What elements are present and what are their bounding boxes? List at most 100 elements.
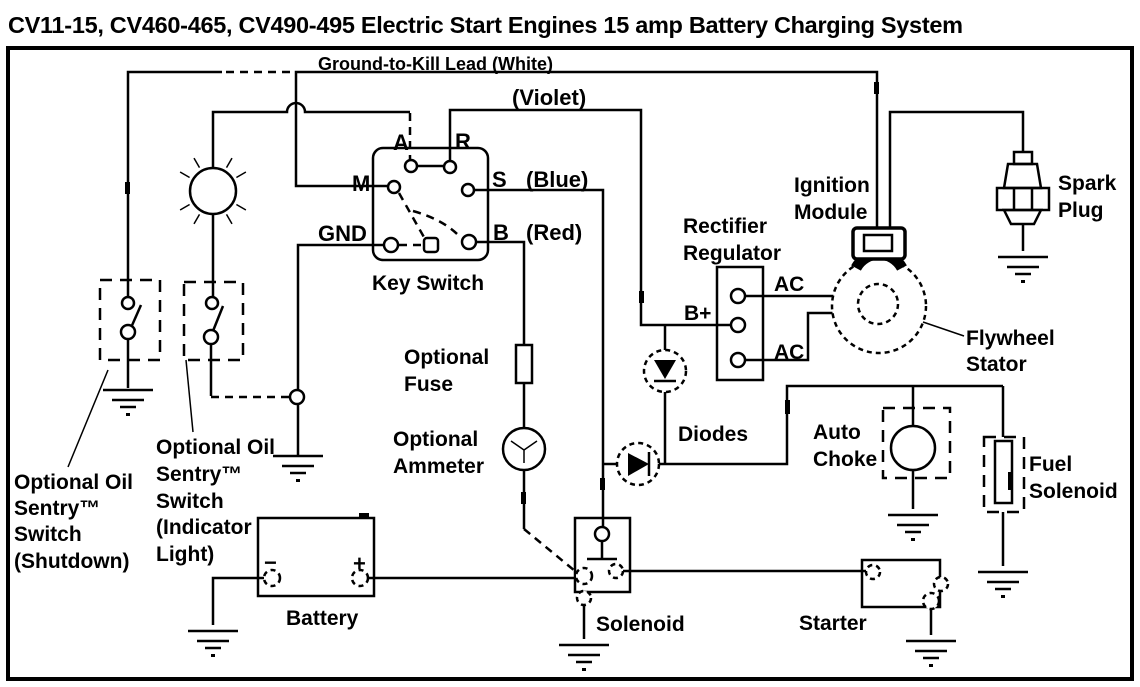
starter-motor	[860, 558, 950, 611]
ac-bottom-label: AC	[774, 341, 804, 364]
ammeter	[501, 426, 547, 472]
rectifier-label-2: Regulator	[683, 242, 781, 265]
lamp-icon	[188, 166, 238, 216]
ignition-module-core	[862, 233, 894, 253]
key-switch-label: Key Switch	[372, 272, 484, 295]
shutdown-switch-contact-top	[120, 295, 136, 311]
plug-taper	[1001, 208, 1044, 226]
indicator-switch-blade	[211, 305, 225, 332]
terminal-R	[442, 159, 458, 175]
flywheel-label-2: Stator	[966, 353, 1027, 376]
connector-tick	[639, 291, 644, 303]
battery-plus-sign: +	[353, 551, 366, 576]
indicator-label-leader	[185, 359, 194, 433]
rectifier-body	[715, 265, 765, 382]
optional-ammeter-label-2: Ammeter	[393, 455, 484, 478]
flywheel-inner	[856, 282, 900, 326]
rectifier-terminal-ac-bottom	[729, 351, 747, 369]
solenoid-body	[573, 516, 632, 594]
starter-solenoid	[573, 516, 632, 607]
wire-blue	[474, 188, 605, 527]
auto-choke-coil	[889, 424, 937, 472]
text-labels: Ground-to-Kill Lead (White) (Violet) (Bl…	[14, 54, 1118, 636]
flywheel-leader-line	[922, 321, 965, 337]
indicator-lamp	[179, 157, 247, 225]
wire-battery-neg	[211, 576, 264, 625]
fuel-solenoid-outline	[982, 435, 1026, 514]
connector-tick	[785, 400, 790, 414]
diodes-label: Diodes	[678, 423, 748, 446]
violet-label: (Violet)	[512, 85, 586, 110]
starter-side-terminal	[932, 575, 950, 593]
sentry-indicator-label-5: Light)	[156, 543, 214, 566]
ground-kill-lead-label: Ground-to-Kill Lead (White)	[318, 54, 553, 74]
terminal-GND-label: GND	[318, 221, 367, 246]
terminal-A-label: A	[393, 130, 409, 155]
battery-minus-sign: −	[264, 550, 277, 575]
key-switch-body	[371, 146, 490, 262]
terminal-M	[386, 179, 402, 195]
connector-tick	[600, 478, 605, 490]
sentry-indicator-label-4: (Indicator	[156, 516, 252, 539]
shutdown-switch-body	[98, 278, 162, 362]
connector-tick	[521, 492, 526, 504]
key-switch-rotor-arc	[412, 209, 462, 239]
rectifier-terminal-bplus	[729, 316, 747, 334]
battery-post	[359, 513, 369, 518]
ac-top-label: AC	[774, 273, 804, 296]
wire-kill-branch	[126, 70, 222, 297]
spark-plug-label-2: Plug	[1058, 199, 1104, 222]
connector-tick	[874, 82, 879, 94]
terminal-GND	[382, 236, 400, 254]
optional-fuse-label-2: Fuse	[404, 373, 453, 396]
starter-ground-terminal	[921, 591, 941, 611]
diode-arrow-right	[628, 453, 649, 476]
battery-body	[256, 516, 376, 598]
solenoid-trigger-terminal	[593, 525, 611, 543]
solenoid-battery-terminal	[574, 566, 594, 586]
ammeter-needle	[510, 440, 538, 463]
sentry-shutdown-label-1: Optional Oil	[14, 471, 133, 494]
fuse-icon	[514, 343, 534, 385]
auto-choke-label-1: Auto	[813, 421, 861, 444]
terminal-S-label: S	[492, 167, 507, 192]
diode-bottom	[615, 441, 661, 487]
terminal-B-label: B	[493, 220, 509, 245]
red-label: (Red)	[526, 220, 582, 245]
key-switch-pivot	[422, 236, 440, 254]
sentry-indicator-label-2: Sentry™	[156, 463, 242, 486]
battery	[256, 513, 376, 598]
terminal-S	[460, 182, 476, 198]
rectifier-regulator	[715, 265, 765, 382]
connector-tick	[125, 182, 130, 194]
auto-choke-body	[881, 406, 952, 480]
shutdown-label-leader	[67, 369, 109, 468]
wire-red	[476, 240, 526, 345]
optional-fuse-label-1: Optional	[404, 346, 489, 369]
lamp-rays	[179, 157, 247, 225]
terminal-M-label: M	[352, 171, 370, 196]
ammeter-icon	[501, 426, 547, 472]
indicator-switch-body	[182, 280, 245, 362]
wire-gnd	[296, 243, 385, 456]
wire-ground-to-kill	[294, 70, 879, 228]
solenoid-label: Solenoid	[596, 613, 685, 636]
spark-plug	[995, 150, 1051, 226]
wire-diode-output	[659, 384, 1003, 466]
diode-arrow-down	[654, 360, 676, 379]
key-switch	[371, 146, 490, 262]
sentry-indicator-label-1: Optional Oil	[156, 436, 275, 459]
battery-label: Battery	[286, 607, 359, 630]
battery-neg-terminal	[262, 568, 282, 588]
flywheel-stator	[830, 248, 965, 355]
key-switch-rotor-dashed	[397, 192, 427, 240]
optional-ammeter-label-1: Optional	[393, 428, 478, 451]
terminal-A	[403, 158, 419, 174]
sentry-shutdown-label-2: Sentry™	[14, 497, 100, 520]
shutdown-switch-contact-bottom	[119, 323, 137, 341]
rectifier-label-1: Rectifier	[683, 215, 767, 238]
terminal-B	[460, 233, 478, 251]
oil-sentry-indicator-switch	[182, 280, 245, 362]
